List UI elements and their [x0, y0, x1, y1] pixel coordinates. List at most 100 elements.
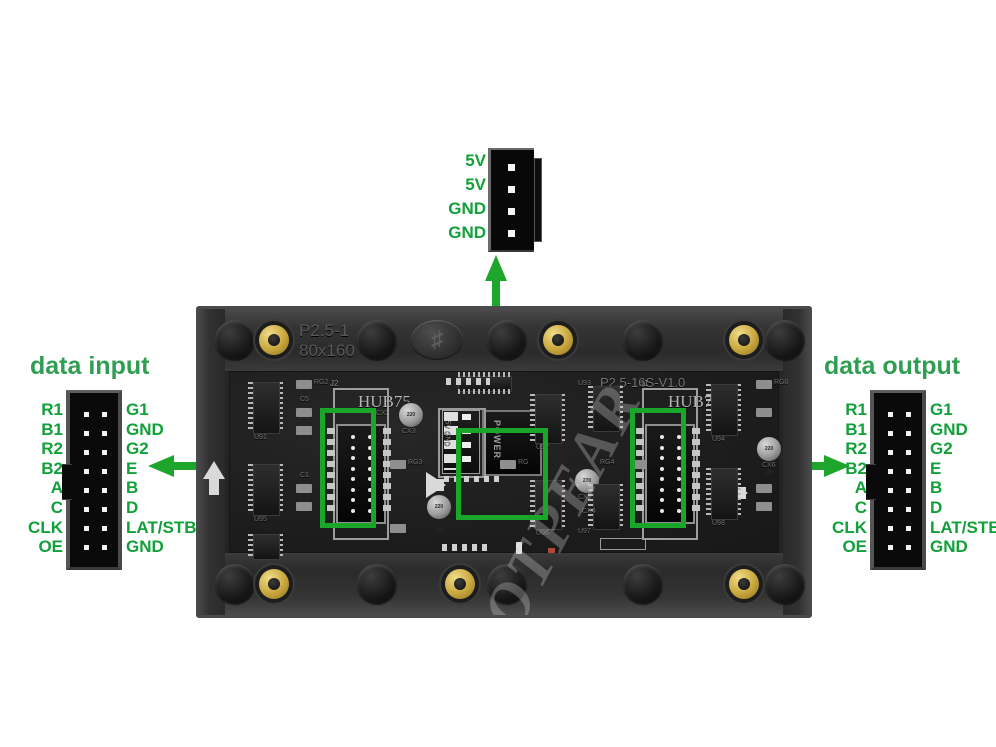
data-input-connector[interactable]: [62, 390, 122, 570]
driver-ic: [711, 468, 738, 520]
power-pin-label-3: GND: [448, 199, 486, 218]
flow-arrow-middle: [426, 472, 446, 498]
frame-marking-line2: 80x160: [299, 341, 355, 360]
pin-label: GND: [930, 537, 968, 557]
pin-label: G1: [930, 400, 953, 419]
ic-leads: [736, 468, 741, 518]
header-pin: [659, 456, 664, 461]
data-output-heading: data output: [824, 352, 961, 380]
resistor-ref: RG2: [314, 379, 329, 386]
driver-ic: [593, 484, 620, 530]
ic-leads: [706, 384, 711, 434]
header-pin: [676, 456, 681, 461]
cap-ref-cx4: CX4: [582, 508, 596, 515]
header-pin: [659, 508, 664, 513]
header-pin: [676, 477, 681, 482]
brass-standoff: [259, 569, 289, 599]
pin-label: B: [126, 478, 139, 498]
ic-leads: [560, 394, 565, 442]
mounting-hole: [215, 320, 255, 360]
idc-pin: [101, 507, 107, 512]
header-pin: [659, 466, 664, 471]
mounting-hole: [215, 564, 255, 604]
header-pin: [350, 445, 355, 450]
led-panel-board[interactable]: ♯ P2.5-1 80x160 P2.5-16S-V1.0 HUB75 HUB7…: [196, 306, 812, 618]
power-pin: [507, 185, 515, 193]
ic-leads: [736, 384, 741, 434]
highlight-box-data-output: [630, 408, 686, 528]
header-pin: [350, 508, 355, 513]
header-pin: [676, 445, 681, 450]
resistor-network: [296, 484, 312, 493]
header-pin: [367, 435, 372, 440]
idc-keying-notch: [62, 464, 72, 500]
ic-leads: [560, 480, 565, 528]
data-output-connector[interactable]: [866, 390, 926, 570]
pin-label: G1: [126, 400, 149, 419]
pin-label: D: [126, 497, 139, 517]
data-output-arrow-head: [824, 455, 850, 477]
idc-pin: [83, 469, 89, 474]
power-pin-label-4: GND: [448, 223, 486, 242]
pin-label: G2: [126, 439, 149, 459]
pin-label: A: [50, 478, 63, 498]
brass-standoff: [445, 569, 475, 599]
frame-marking-line1: P2.5-1: [299, 321, 350, 340]
data-input-right-labels: G1 GND G2 E B D LAT/STB GND: [126, 400, 246, 557]
brass-standoff: [729, 325, 759, 355]
resistor-network: [756, 380, 772, 389]
idc-pin: [887, 507, 893, 512]
led-indicator: [548, 548, 555, 553]
resistor-network: [500, 460, 516, 469]
ic-leads: [248, 464, 253, 514]
idc-pin: [101, 450, 107, 455]
ic-leads: [458, 372, 510, 377]
header-pin: [676, 508, 681, 513]
data-input-left-labels: R1 B1 R2 B2 A C CLK OE: [8, 400, 63, 557]
manufacturer-logo: ♯: [411, 320, 463, 360]
power-connector-4pin[interactable]: [488, 148, 542, 252]
idc-pin: [905, 450, 911, 455]
ic-ref-u91: U91: [254, 434, 267, 441]
cap-ref-c1: C1: [300, 472, 309, 479]
resistor-ref-rg4: RG4: [600, 459, 615, 466]
data-input-arrow-head: [148, 455, 174, 477]
idc-pin: [905, 431, 911, 436]
idc-pin: [887, 412, 893, 417]
output-hub75-header[interactable]: [645, 424, 695, 524]
pin-label: CLK: [28, 517, 63, 537]
header-pin: [659, 435, 664, 440]
pin-label: GND: [126, 537, 164, 557]
pin-label: CLK: [832, 517, 867, 537]
idc-pin: [101, 488, 107, 493]
power-terminal-pins: [462, 414, 471, 468]
header-pin: [367, 508, 372, 513]
cap-ref-cx2: CX2: [376, 410, 390, 417]
pin-label: OE: [38, 537, 63, 557]
ic-ref-u98: U98: [712, 520, 725, 527]
idc-pin: [83, 526, 89, 531]
idc-pin: [83, 488, 89, 493]
output-header-pins: [653, 432, 687, 516]
pin-label: R2: [41, 439, 63, 459]
header-pin: [659, 487, 664, 492]
pin-label: E: [930, 458, 942, 478]
power-pin-label-2: 5V: [465, 175, 486, 194]
mounting-hole: [357, 564, 397, 604]
ic-leads: [588, 386, 593, 430]
resistor-ref-rg: RG: [518, 459, 529, 466]
header-solder-pads-left: [327, 428, 335, 516]
pin-label: D: [930, 497, 943, 517]
header-pin: [367, 477, 372, 482]
mounting-hole: [765, 564, 805, 604]
header-pin: [367, 466, 372, 471]
ic-ref-u95: U95: [254, 516, 267, 523]
idc-pins: [881, 405, 917, 557]
pin-label: LAT/STB: [930, 517, 996, 537]
driver-ic: [593, 386, 620, 432]
header-solder-pads-right: [383, 428, 391, 516]
idc-pins: [77, 405, 113, 557]
